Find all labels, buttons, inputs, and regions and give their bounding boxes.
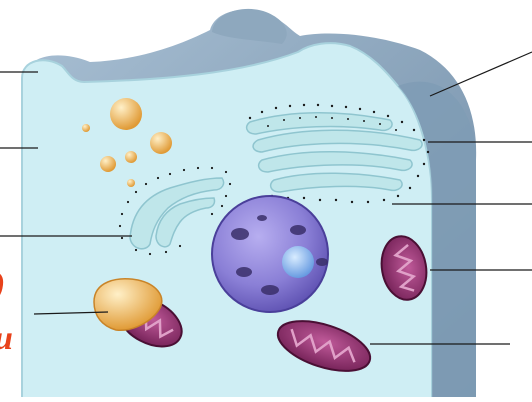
vesicle [110, 98, 142, 130]
label-box [510, 332, 532, 356]
vesicle [125, 151, 137, 163]
label-fragment: u [0, 322, 13, 356]
nucleolus [282, 246, 314, 278]
label-fragment: ) [0, 268, 5, 302]
vesicle [100, 156, 116, 172]
label-box [482, 0, 532, 48]
vesicle [127, 179, 135, 187]
vesicle [150, 132, 172, 154]
vesicle [82, 124, 90, 132]
